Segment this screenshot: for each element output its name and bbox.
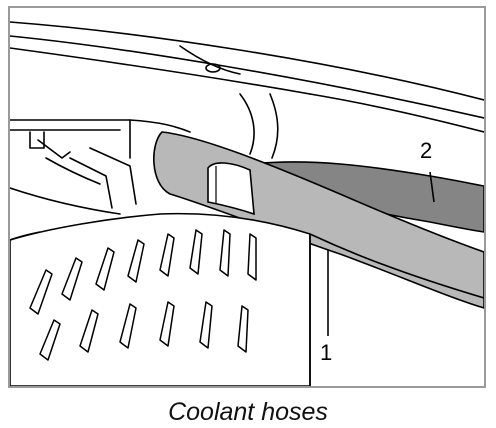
bolt-hole [205, 63, 221, 73]
upper-panel-edge [10, 35, 484, 119]
figure-caption: Coolant hoses [168, 398, 328, 426]
hose-clamp [207, 162, 255, 216]
upper-panel-line [10, 21, 484, 101]
radiator-shroud [10, 212, 311, 386]
callout-label-2: 2 [420, 138, 433, 163]
callout-label-1: 1 [320, 340, 333, 365]
illustration-frame: 2 1 [8, 6, 486, 388]
panel-lower-line [10, 47, 311, 95]
coolant-hoses-illustration [10, 21, 484, 386]
leader-line-2 [429, 171, 435, 203]
shroud-slats [29, 229, 257, 361]
